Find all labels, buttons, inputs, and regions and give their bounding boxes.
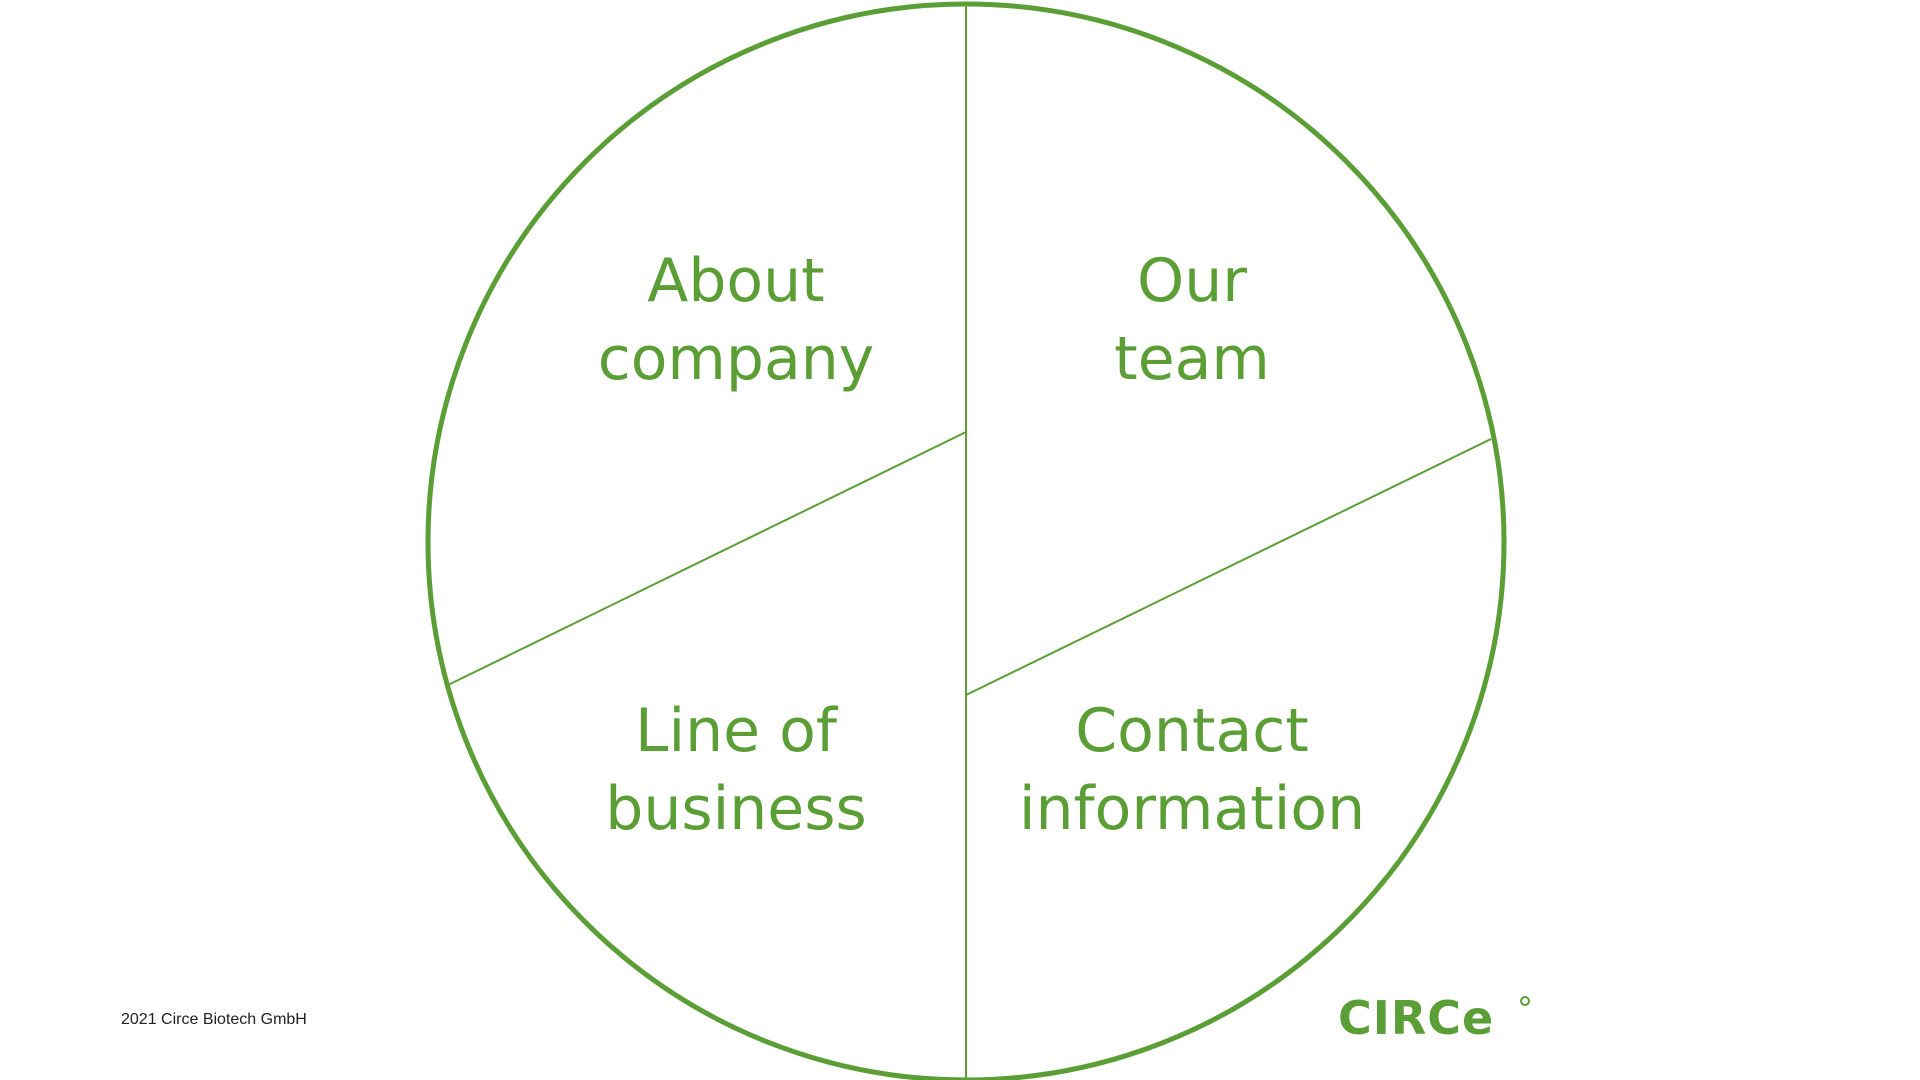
circe-logo: CIRCe — [1338, 990, 1538, 1046]
copyright-text: 2021 Circe Biotech GmbH — [121, 1011, 307, 1028]
registered-dot-icon — [1520, 996, 1530, 1006]
divider-left — [447, 431, 967, 686]
section-about-company[interactable]: About company — [597, 246, 875, 394]
logo-wordmark: CIRCe — [1338, 991, 1495, 1045]
section-line-of-business[interactable]: Line of business — [605, 696, 867, 844]
section-contact-information[interactable]: Contact information — [1018, 696, 1366, 844]
section-our-team[interactable]: Our team — [1114, 246, 1270, 394]
divider-right — [965, 438, 1492, 696]
